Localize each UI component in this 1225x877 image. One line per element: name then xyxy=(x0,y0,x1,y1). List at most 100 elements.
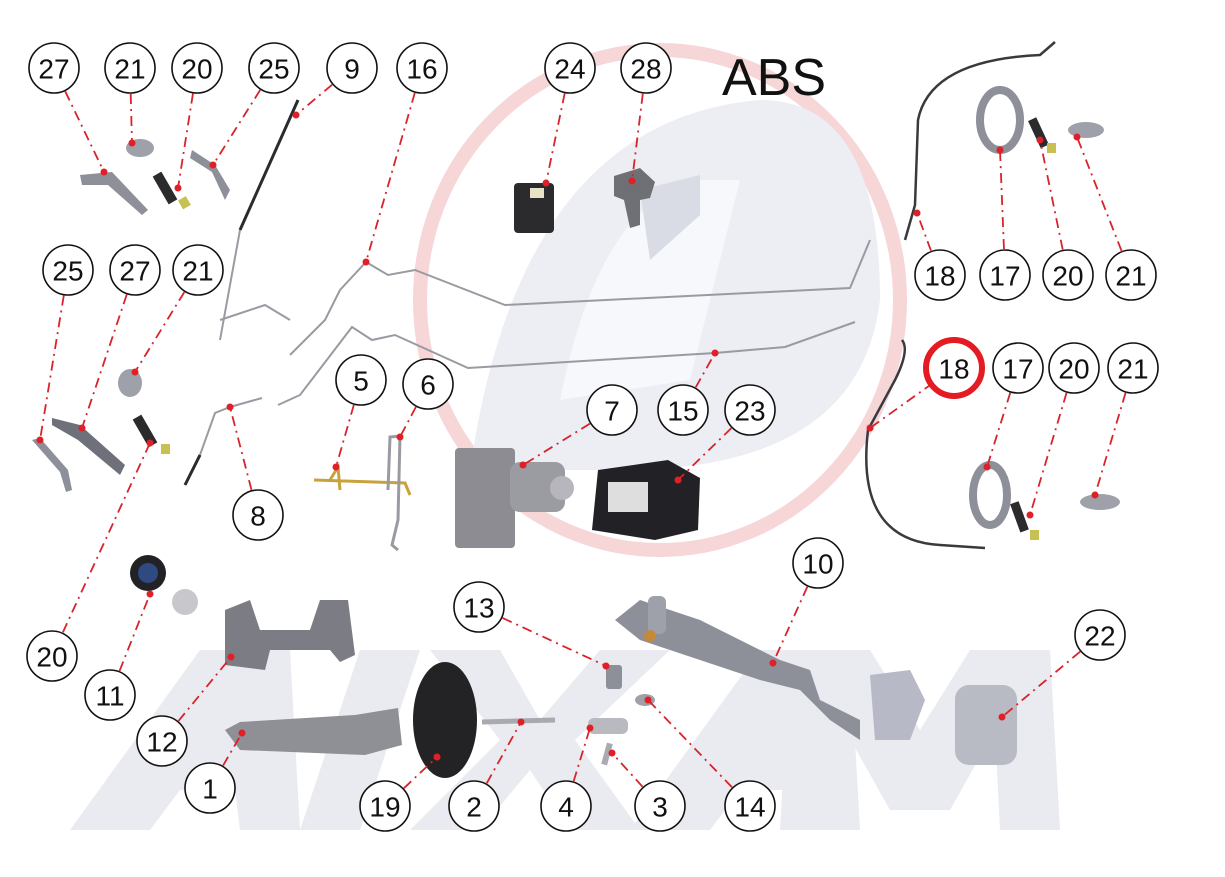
callout-circle xyxy=(792,537,844,589)
callout-bracket-27-top[interactable]: 27 xyxy=(28,42,80,94)
callout-clip-21-mid-left[interactable]: 21 xyxy=(172,244,224,296)
callout-brake-pedal-10[interactable]: 10 xyxy=(792,537,844,589)
sensor-20-top-right-part xyxy=(1028,117,1049,149)
callout-clip-21-bottom-right[interactable]: 21 xyxy=(1107,342,1159,394)
pin-3-part xyxy=(601,742,613,766)
brake-pipe-15-part xyxy=(277,321,856,406)
leader-line-hose-8 xyxy=(229,406,253,491)
leader-dot-mount-clip-28 xyxy=(628,177,636,185)
callout-circle xyxy=(248,42,300,94)
callout-circle xyxy=(540,780,592,832)
leader-line-pedal-pad-22 xyxy=(1001,650,1081,718)
callout-hose-8[interactable]: 8 xyxy=(232,489,284,541)
leader-dot-clip-21-top-right xyxy=(1073,133,1081,141)
callout-label: 5 xyxy=(353,366,369,397)
bracket-27-top-part xyxy=(80,172,148,215)
callout-pipe-6[interactable]: 6 xyxy=(402,358,454,410)
callout-brake-pipe-15[interactable]: 15 xyxy=(657,384,709,436)
callout-sensor-20-top-right[interactable]: 20 xyxy=(1042,249,1094,301)
leader-line-washer-14 xyxy=(647,699,733,788)
callout-circle xyxy=(724,384,776,436)
leader-dot-sensor-20-top-left xyxy=(174,184,182,192)
callout-brake-hose-9[interactable]: 9 xyxy=(326,42,378,94)
callout-flex-hose-18-bottom[interactable]: 18 xyxy=(923,337,985,399)
callout-label: 23 xyxy=(734,396,765,427)
mount-clip-28-part xyxy=(614,168,655,228)
leader-line-sensor-20-bottom-right xyxy=(1029,392,1068,516)
leader-dot-bolt-13 xyxy=(602,662,610,670)
callout-circle xyxy=(84,669,136,721)
leader-line-clip-21-top-left xyxy=(129,93,133,144)
callout-circle xyxy=(335,354,387,406)
callout-label: 28 xyxy=(630,54,661,85)
callout-circle xyxy=(42,244,94,296)
callout-washer-14[interactable]: 14 xyxy=(724,780,776,832)
callout-bolt-13[interactable]: 13 xyxy=(453,581,505,633)
leader-line-tone-ring-17-bottom xyxy=(986,392,1012,468)
callout-reservoir-cap-11[interactable]: 11 xyxy=(84,669,136,721)
callout-brass-pipe-5[interactable]: 5 xyxy=(335,354,387,406)
callout-tone-ring-17-top[interactable]: 17 xyxy=(979,249,1031,301)
clevis-4-part xyxy=(588,718,628,734)
callout-abs-module-24[interactable]: 24 xyxy=(544,42,596,94)
callout-circle xyxy=(402,358,454,410)
callout-mount-clip-28[interactable]: 28 xyxy=(620,42,672,94)
callout-sensor-20-bottom-right[interactable]: 20 xyxy=(1048,342,1100,394)
callout-circle xyxy=(171,42,223,94)
callout-circle xyxy=(326,42,378,94)
callout-push-rod-2[interactable]: 2 xyxy=(448,780,500,832)
hose-8-part xyxy=(184,397,263,486)
callout-bracket-25-mid[interactable]: 25 xyxy=(42,244,94,296)
flex-hose-18-top-part xyxy=(903,41,1056,241)
leader-dot-booster-seal-19 xyxy=(433,753,441,761)
callout-pin-3[interactable]: 3 xyxy=(634,780,686,832)
callout-tone-ring-17-bottom[interactable]: 17 xyxy=(992,342,1044,394)
leader-line-flex-hose-18-top xyxy=(916,212,932,251)
leader-line-clip-21-mid-left xyxy=(134,291,186,373)
callout-reservoir-12[interactable]: 12 xyxy=(136,715,188,767)
callout-label: 19 xyxy=(369,792,400,823)
leader-line-pump-bracket-23 xyxy=(677,427,732,481)
master-cylinder-1-part xyxy=(225,708,402,755)
callout-circle xyxy=(979,249,1031,301)
flex-hose-18-bottom-part xyxy=(865,339,986,550)
callout-bracket-27-mid[interactable]: 27 xyxy=(109,244,161,296)
callout-bracket-25-top[interactable]: 25 xyxy=(248,42,300,94)
leader-line-clevis-4 xyxy=(572,727,591,782)
leader-dot-pedal-pad-22 xyxy=(998,713,1006,721)
callout-sensor-20-bottom-left[interactable]: 20 xyxy=(26,630,78,682)
pedal-pad-22-part xyxy=(955,685,1017,765)
callout-clevis-4[interactable]: 4 xyxy=(540,780,592,832)
callout-circle xyxy=(586,384,638,436)
leader-line-brake-pedal-10 xyxy=(772,586,809,664)
leader-line-bolt-13 xyxy=(502,617,607,667)
callout-sensor-20-top-left[interactable]: 20 xyxy=(171,42,223,94)
leader-dot-bracket-25-top xyxy=(209,161,217,169)
callout-label: 18 xyxy=(938,354,969,385)
callout-flex-hose-18-top[interactable]: 18 xyxy=(914,249,966,301)
callout-clip-21-top-right[interactable]: 21 xyxy=(1105,249,1157,301)
leader-line-bracket-27-mid xyxy=(81,294,128,429)
callout-clip-21-top-left[interactable]: 21 xyxy=(104,42,156,94)
callout-label: 24 xyxy=(554,54,585,85)
leader-dot-pipe-6 xyxy=(396,433,404,441)
callout-master-cylinder-1[interactable]: 1 xyxy=(184,762,236,814)
callout-pump-bracket-23[interactable]: 23 xyxy=(724,384,776,436)
sensor-20-bottom-left-part xyxy=(132,414,158,448)
callout-label: 3 xyxy=(652,792,668,823)
callout-label: 21 xyxy=(182,256,213,287)
leader-dot-reservoir-12 xyxy=(227,653,235,661)
leader-dot-bracket-27-top xyxy=(100,168,108,176)
tone-ring-17-top-part xyxy=(976,86,1024,154)
callout-abs-pump-7[interactable]: 7 xyxy=(586,384,638,436)
callout-label: 14 xyxy=(734,792,765,823)
tone-ring-17-bottom-part xyxy=(969,461,1011,529)
callout-booster-seal-19[interactable]: 19 xyxy=(359,780,411,832)
leader-line-master-cylinder-1 xyxy=(222,732,243,766)
callout-brake-pipe-16[interactable]: 16 xyxy=(396,42,448,94)
leader-dot-flex-hose-18-top xyxy=(913,209,921,217)
leader-dot-tone-ring-17-top xyxy=(996,146,1004,154)
abs-pump-7-part xyxy=(455,448,574,548)
callout-label: 21 xyxy=(1115,261,1146,292)
callout-pedal-pad-22[interactable]: 22 xyxy=(1074,609,1126,661)
